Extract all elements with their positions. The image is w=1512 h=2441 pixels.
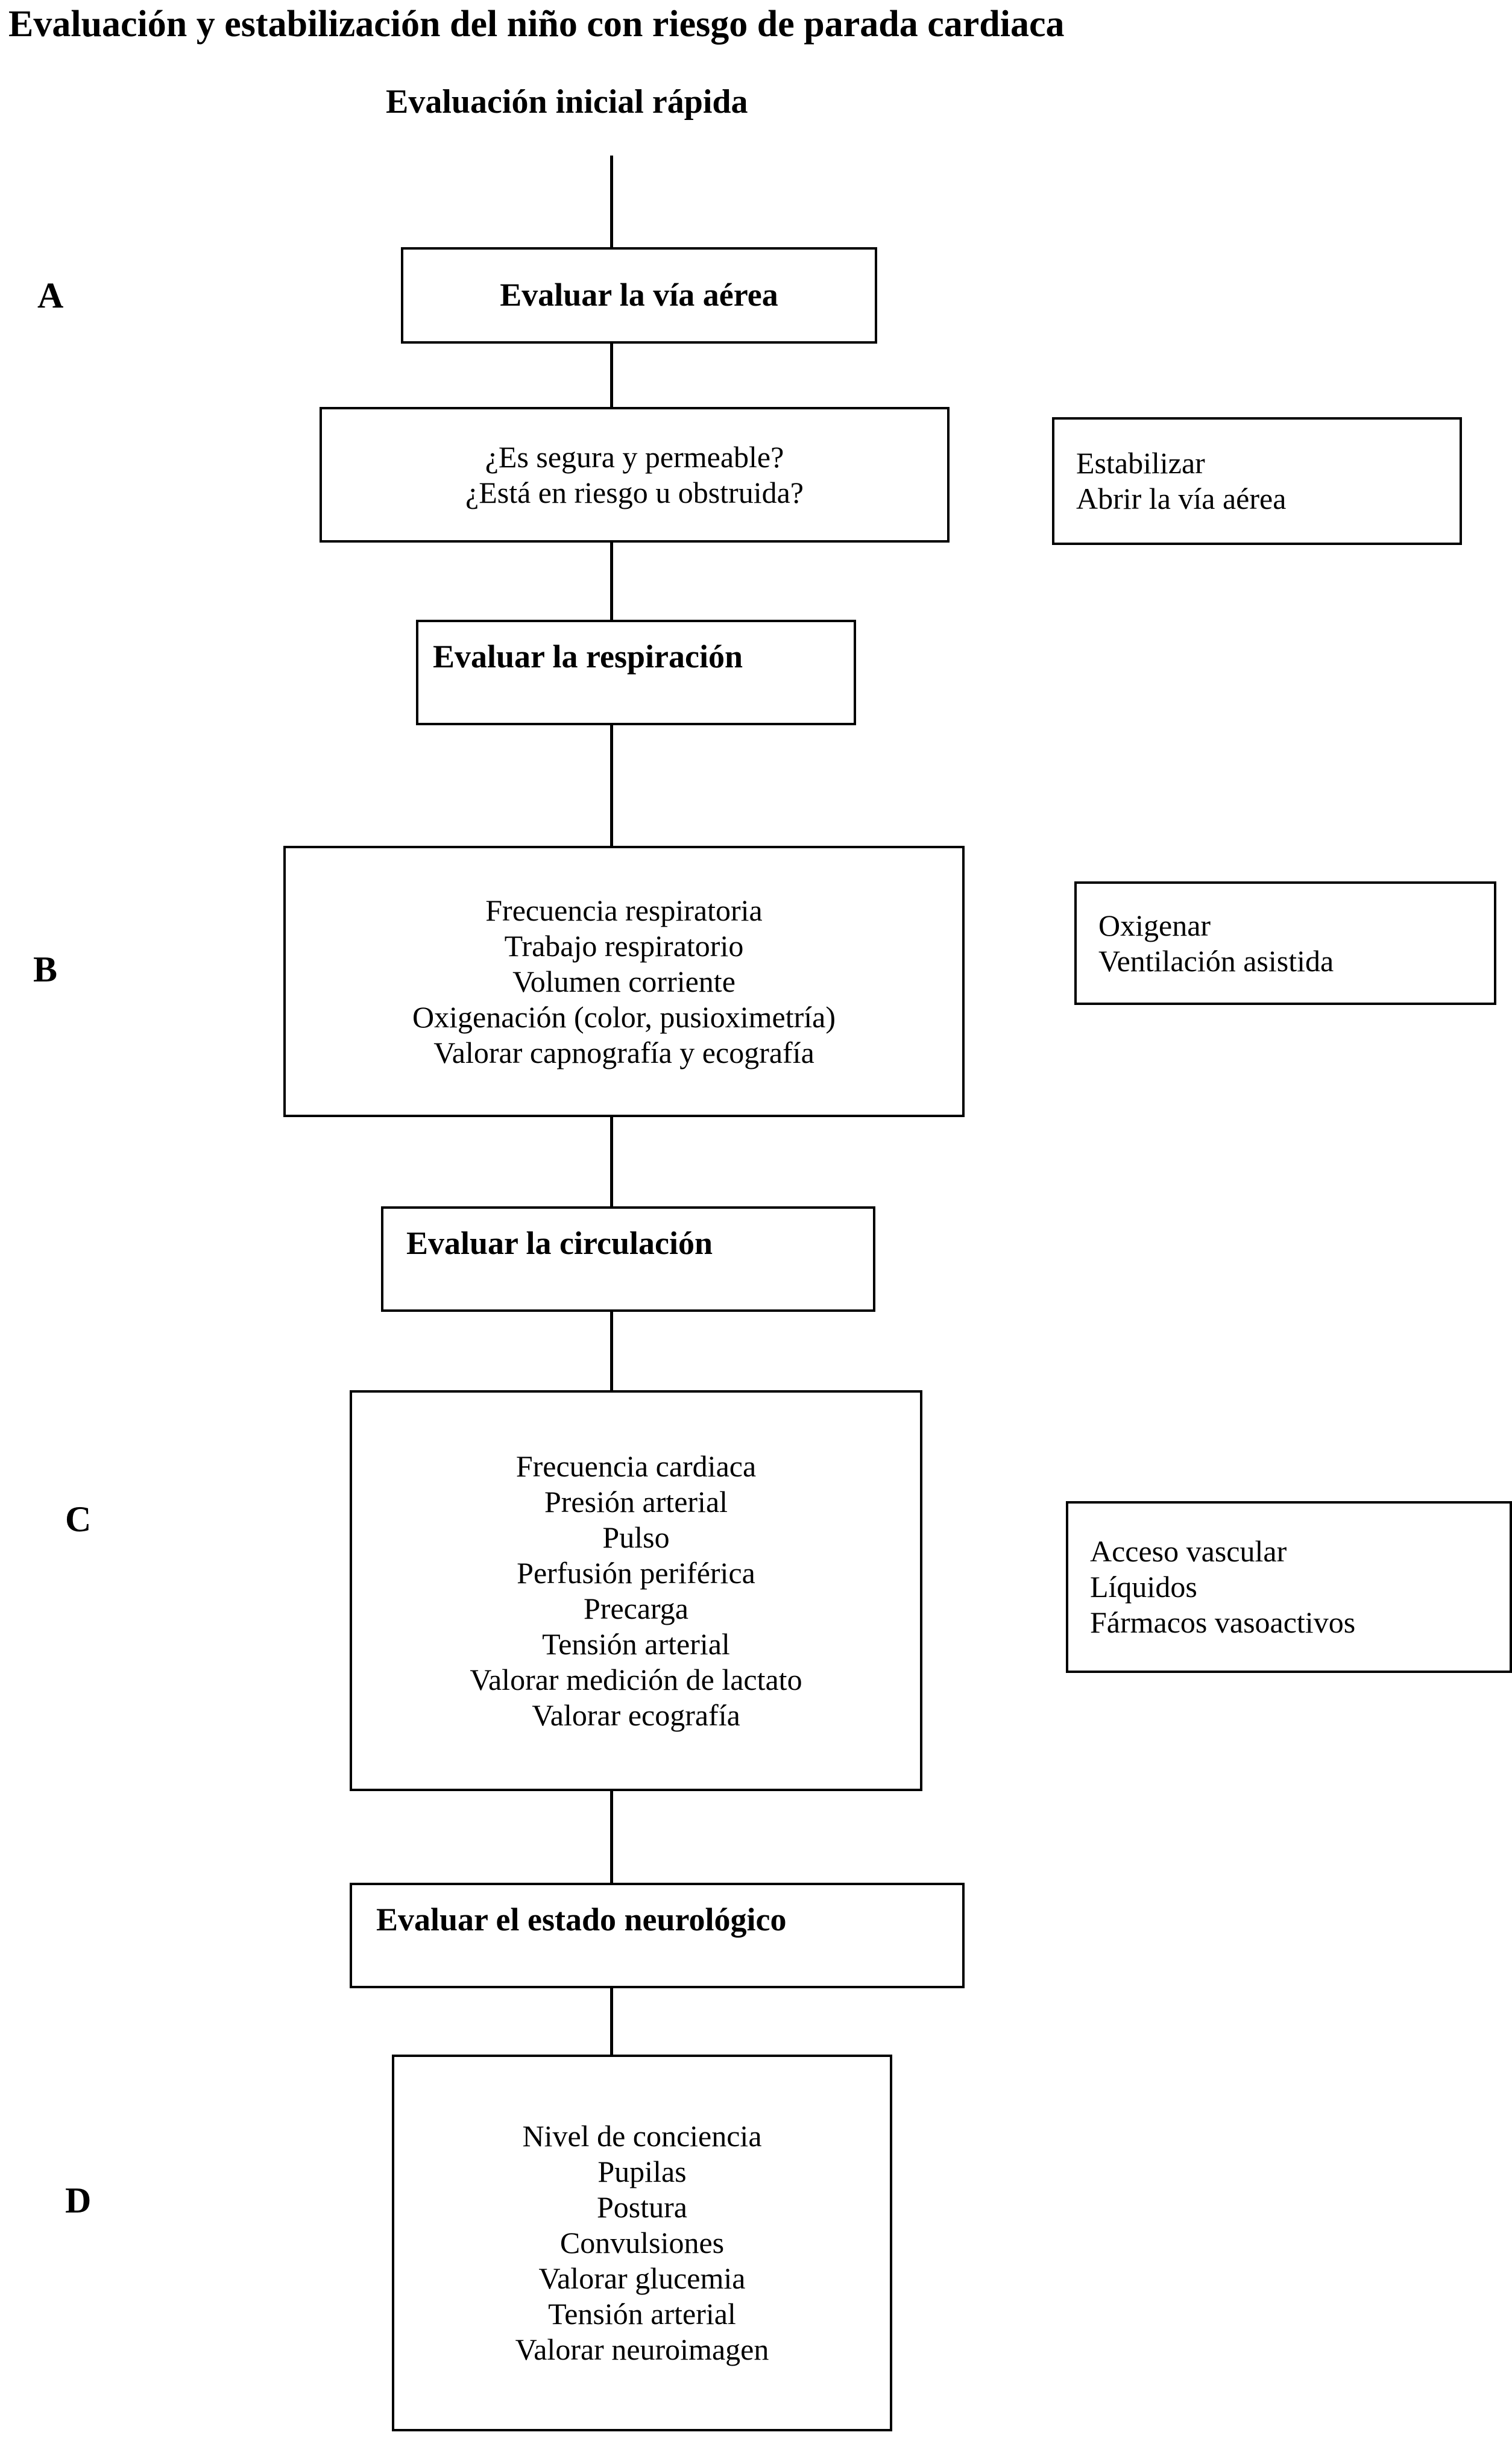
assess-neuro-label: Evaluar el estado neurológico xyxy=(376,1901,787,1938)
section-letter-b: B xyxy=(33,950,58,989)
assess-airway-label: Evaluar la vía aérea xyxy=(500,277,778,313)
neuro-findings-box: Nivel de conciencia Pupilas Postura Conv… xyxy=(392,2055,892,2431)
breathing-finding-item: Trabajo respiratorio xyxy=(504,928,744,963)
circulation-action-box: Acceso vascular Líquidos Fármacos vasoac… xyxy=(1066,1501,1512,1673)
neuro-finding-item: Valorar glucemia xyxy=(538,2261,746,2295)
connector-circulation-to-neuro xyxy=(610,1791,613,1883)
assess-breathing-label: Evaluar la respiración xyxy=(433,638,743,675)
circulation-finding-item: Valorar ecografía xyxy=(532,1698,740,1732)
assess-circulation-label: Evaluar la circulación xyxy=(406,1225,713,1261)
circulation-action-item: Fármacos vasoactivos xyxy=(1090,1605,1356,1639)
assess-circulation-box: Evaluar la circulación xyxy=(381,1206,875,1312)
connector-breathing-to-circulation xyxy=(610,1117,613,1206)
assess-neuro-box: Evaluar el estado neurológico xyxy=(350,1883,965,1988)
airway-question-box: ¿Es segura y permeable? ¿Está en riesgo … xyxy=(320,407,950,543)
connector-breathing-to-findings xyxy=(610,725,613,846)
breathing-finding-item: Volumen corriente xyxy=(512,964,736,998)
neuro-finding-item: Tensión arterial xyxy=(548,2297,736,2331)
breathing-finding-item: Valorar capnografía y ecografía xyxy=(433,1035,814,1069)
circulation-action-item: Líquidos xyxy=(1090,1570,1197,1604)
circulation-finding-item: Perfusión periférica xyxy=(517,1555,755,1590)
breathing-action-item: Ventilación asistida xyxy=(1098,943,1334,978)
neuro-finding-item: Valorar neuroimagen xyxy=(515,2332,769,2366)
neuro-finding-item: Postura xyxy=(597,2190,687,2224)
section-letter-a: A xyxy=(37,276,64,315)
airway-action-line-2: Abrir la vía aérea xyxy=(1076,482,1287,515)
circulation-action-item: Acceso vascular xyxy=(1090,1534,1287,1568)
circulation-finding-item: Valorar medición de lactato xyxy=(470,1662,802,1696)
connector-question-to-breathing xyxy=(610,543,613,620)
breathing-finding-item: Frecuencia respiratoria xyxy=(485,893,763,927)
breathing-finding-item: Oxigenación (color, pusioximetría) xyxy=(412,1000,836,1034)
circulation-finding-item: Frecuencia cardiaca xyxy=(515,1449,757,1483)
circulation-finding-item: Pulso xyxy=(602,1520,670,1554)
airway-action-line-1: Estabilizar xyxy=(1076,446,1205,480)
circulation-finding-item: Precarga xyxy=(584,1591,688,1625)
assess-breathing-box: Evaluar la respiración xyxy=(416,620,856,725)
breathing-action-item: Oxigenar xyxy=(1098,908,1211,942)
page-subtitle: Evaluación inicial rápida xyxy=(386,83,748,121)
section-letter-c: C xyxy=(65,1499,92,1539)
airway-question-line-1: ¿Es segura y permeable? xyxy=(485,439,784,474)
circulation-finding-item: Tensión arterial xyxy=(542,1627,730,1661)
breathing-findings-box: Frecuencia respiratoria Trabajo respirat… xyxy=(283,846,965,1117)
connector-airway-to-question xyxy=(610,344,613,407)
airway-question-line-2: ¿Está en riesgo u obstruida? xyxy=(465,475,804,509)
assess-airway-box: Evaluar la vía aérea xyxy=(401,247,877,344)
connector-circulation-to-findings xyxy=(610,1312,613,1390)
page-title: Evaluación y estabilización del niño con… xyxy=(8,4,1065,45)
connector-neuro-to-findings xyxy=(610,1988,613,2055)
circulation-findings-box: Frecuencia cardiaca Presión arterial Pul… xyxy=(350,1390,922,1791)
airway-action-box: Estabilizar Abrir la vía aérea xyxy=(1052,417,1462,545)
breathing-action-box: Oxigenar Ventilación asistida xyxy=(1074,881,1496,1005)
neuro-finding-item: Nivel de conciencia xyxy=(522,2119,762,2153)
circulation-finding-item: Presión arterial xyxy=(544,1484,728,1519)
neuro-finding-item: Pupilas xyxy=(597,2155,687,2188)
connector-subtitle-to-airway xyxy=(610,156,613,247)
section-letter-d: D xyxy=(65,2181,92,2220)
neuro-finding-item: Convulsiones xyxy=(559,2226,725,2260)
